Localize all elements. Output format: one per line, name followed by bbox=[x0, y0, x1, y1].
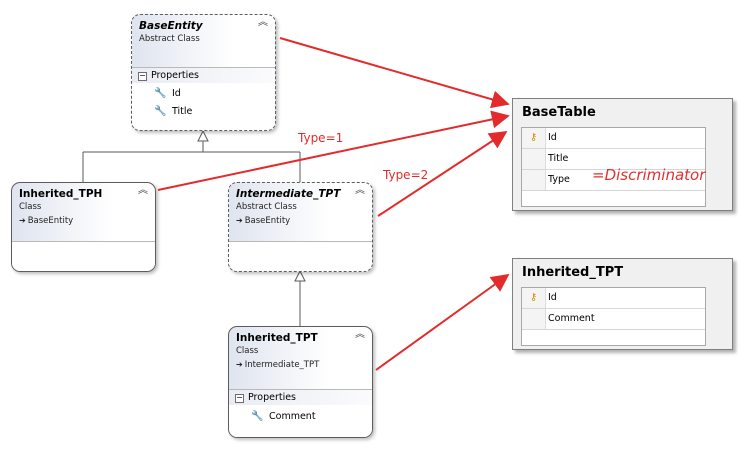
entity-inherited-tpt[interactable]: Inherited_TPT Class ➔Intermediate_TPT ︽ … bbox=[228, 326, 373, 438]
minus-box-icon[interactable]: − bbox=[235, 393, 244, 403]
table-column-row[interactable]: Type bbox=[522, 170, 705, 191]
properties-section: −Properties 🔧 Id 🔧 Title bbox=[132, 67, 275, 130]
property-row[interactable]: 🔧 Comment bbox=[229, 408, 372, 426]
table-columns: ⚷ Id Comment bbox=[521, 287, 706, 346]
type-1-label: Type=1 bbox=[298, 131, 344, 145]
double-chevron-up-icon[interactable]: ︽ bbox=[355, 329, 365, 340]
entity-title: Inherited_TPH bbox=[19, 188, 103, 200]
column-name: Comment bbox=[548, 313, 595, 324]
minus-box-icon[interactable]: − bbox=[138, 71, 147, 81]
key-icon: ⚷ bbox=[522, 288, 546, 308]
column-name: Type bbox=[548, 174, 570, 185]
inheritance-arrow-icon: ➔ bbox=[236, 360, 243, 369]
table-base-table[interactable]: BaseTable ⚷ Id Title Type bbox=[512, 98, 733, 211]
double-chevron-up-icon[interactable]: ︽ bbox=[138, 185, 148, 196]
entity-kind: Class bbox=[19, 202, 42, 212]
discriminator-label: =Discriminator bbox=[592, 166, 706, 184]
table-title: Inherited_TPT bbox=[522, 265, 624, 280]
section-header[interactable]: −Properties bbox=[229, 390, 372, 405]
entity-header: BaseEntity Abstract Class ︽ bbox=[132, 15, 275, 67]
property-row[interactable]: 🔧 Title bbox=[132, 103, 275, 121]
section-header[interactable]: −Properties bbox=[132, 68, 275, 83]
table-column-row[interactable]: Comment bbox=[522, 309, 705, 330]
entity-base-entity[interactable]: BaseEntity Abstract Class ︽ −Properties … bbox=[131, 14, 276, 131]
wrench-icon: 🔧 bbox=[154, 106, 167, 117]
row-gutter bbox=[522, 170, 546, 190]
entity-header: Intermediate_TPT Abstract Class ➔BaseEnt… bbox=[229, 183, 372, 241]
table-inherited-tpt[interactable]: Inherited_TPT ⚷ Id Comment bbox=[512, 258, 733, 350]
table-columns: ⚷ Id Title Type bbox=[521, 127, 706, 207]
entity-title: Inherited_TPT bbox=[236, 332, 318, 344]
column-name: Id bbox=[548, 132, 557, 143]
entity-kind: Abstract Class bbox=[139, 34, 200, 44]
entity-inherited-tph[interactable]: Inherited_TPH Class ➔BaseEntity ︽ bbox=[11, 182, 156, 272]
entity-title: Intermediate_TPT bbox=[236, 188, 341, 200]
property-name: Title bbox=[172, 106, 193, 117]
section-label: Properties bbox=[151, 70, 200, 81]
table-column-row[interactable]: ⚷ Id bbox=[522, 128, 705, 149]
entity-intermediate-tpt[interactable]: Intermediate_TPT Abstract Class ➔BaseEnt… bbox=[228, 182, 373, 272]
double-chevron-up-icon[interactable]: ︽ bbox=[355, 185, 365, 196]
wrench-icon: 🔧 bbox=[154, 88, 167, 99]
column-name: Id bbox=[548, 292, 557, 303]
entity-header: Inherited_TPT Class ➔Intermediate_TPT ︽ bbox=[229, 327, 372, 389]
key-icon: ⚷ bbox=[522, 128, 546, 148]
entity-title: BaseEntity bbox=[139, 20, 203, 32]
table-column-row[interactable]: ⚷ Id bbox=[522, 288, 705, 309]
wrench-icon: 🔧 bbox=[251, 411, 264, 422]
type-2-label: Type=2 bbox=[383, 168, 429, 182]
inheritance-arrow-icon: ➔ bbox=[236, 216, 243, 225]
inheritance-arrowhead-intermediate bbox=[294, 269, 306, 282]
entity-base-type: ➔BaseEntity bbox=[19, 216, 74, 226]
empty-section bbox=[12, 241, 155, 271]
entity-kind: Class bbox=[236, 346, 259, 356]
column-name: Title bbox=[548, 153, 569, 164]
empty-section bbox=[229, 241, 372, 271]
row-gutter bbox=[522, 149, 546, 169]
property-name: Id bbox=[172, 88, 181, 99]
entity-header: Inherited_TPH Class ➔BaseEntity ︽ bbox=[12, 183, 155, 241]
property-name: Comment bbox=[269, 411, 316, 422]
entity-kind: Abstract Class bbox=[236, 202, 297, 212]
inheritance-arrowhead-base bbox=[197, 129, 209, 142]
table-column-row[interactable]: Title bbox=[522, 149, 705, 170]
row-gutter bbox=[522, 309, 546, 329]
entity-base-type: ➔BaseEntity bbox=[236, 216, 291, 226]
section-label: Properties bbox=[248, 392, 297, 403]
properties-section: −Properties 🔧 Comment bbox=[229, 389, 372, 437]
inheritance-arrow-icon: ➔ bbox=[19, 216, 26, 225]
table-title: BaseTable bbox=[522, 105, 596, 120]
property-row[interactable]: 🔧 Id bbox=[132, 85, 275, 103]
entity-base-type: ➔Intermediate_TPT bbox=[236, 360, 320, 370]
double-chevron-up-icon[interactable]: ︽ bbox=[258, 17, 268, 28]
